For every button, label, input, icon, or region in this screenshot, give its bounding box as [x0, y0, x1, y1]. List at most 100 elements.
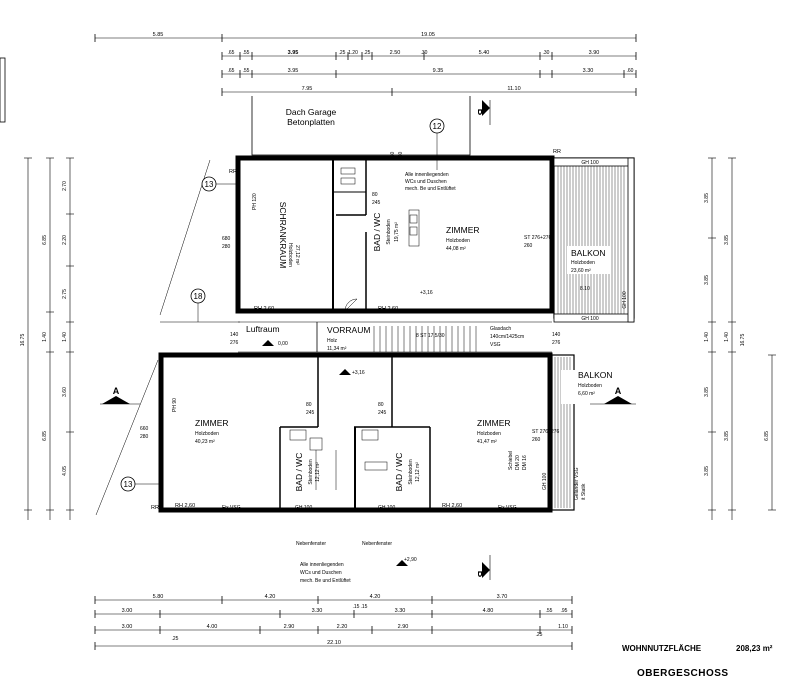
svg-text:22.10: 22.10 [327, 640, 341, 646]
dim-label: 3.90 [589, 50, 600, 56]
svg-text:140: 140 [230, 332, 239, 338]
svg-text:Geländer VSG: Geländer VSG [574, 467, 580, 500]
svg-text:Fix VSG: Fix VSG [498, 505, 517, 511]
dim-label: .65 [228, 50, 235, 56]
room-vorraum: VORRAUM [327, 325, 370, 335]
svg-text:RR: RR [151, 505, 159, 511]
svg-text:260: 260 [398, 151, 404, 160]
svg-text:140cm/1425cm: 140cm/1425cm [490, 334, 524, 340]
bottom-dimension-labels: 5.80 4.20 4.20 3.70 3.00 3.30 3.30 4.80 … [122, 594, 568, 646]
room-luftraum: Luftraum [246, 324, 280, 334]
svg-text:3.85: 3.85 [704, 275, 710, 285]
upper-door-swings [340, 167, 420, 312]
detail-marker-18: 18 [190, 288, 206, 322]
section-marker-b-top: B [476, 100, 491, 125]
svg-text:.25: .25 [172, 636, 179, 642]
living-area-label: WOHNNUTZFLÄCHE [622, 644, 702, 653]
svg-text:18: 18 [194, 292, 203, 301]
svg-text:RH 2,60: RH 2,60 [442, 503, 462, 509]
section-marker-a-right: A [590, 386, 636, 405]
svg-text:BALKON: BALKON [578, 370, 613, 380]
svg-text:Steinboden: Steinboden [308, 459, 314, 485]
dim-label: 19.05 [421, 32, 435, 38]
svg-text:Nebenfenster: Nebenfenster [296, 541, 326, 547]
svg-text:4.00: 4.00 [207, 624, 218, 630]
svg-text:3.30: 3.30 [395, 608, 406, 614]
svg-text:11,34 m²: 11,34 m² [327, 346, 347, 352]
top-dimension-labels: 5.85 19.05 .65 .55 3.95 .25 1.20 .25 2.5… [153, 32, 634, 92]
svg-text:RH 2,60: RH 2,60 [175, 503, 195, 509]
room-bad-right: BAD / WC Steinboden 12,12 m² [394, 453, 421, 492]
svg-text:23,60 m²: 23,60 m² [571, 268, 591, 274]
svg-text:13: 13 [124, 480, 133, 489]
svg-text:5.80: 5.80 [153, 594, 164, 600]
svg-text:250: 250 [390, 151, 396, 160]
svg-text:ZIMMER: ZIMMER [195, 418, 229, 428]
svg-text:RR: RR [229, 169, 237, 175]
svg-text:1.40: 1.40 [704, 332, 710, 342]
lower-walls [158, 352, 553, 513]
svg-text:B: B [476, 109, 486, 116]
svg-text:+3,16: +3,16 [420, 290, 433, 296]
svg-text:2.75: 2.75 [62, 289, 68, 299]
svg-text:BAD / WC: BAD / WC [394, 453, 404, 492]
svg-text:.95: .95 [561, 608, 568, 614]
svg-text:40,23 m²: 40,23 m² [195, 439, 215, 445]
svg-text:+3,16: +3,16 [352, 370, 365, 376]
svg-text:140: 140 [552, 332, 561, 338]
svg-text:GH 100: GH 100 [581, 160, 598, 166]
svg-text:276: 276 [230, 340, 239, 346]
svg-text:mech. Be und Entlüftet: mech. Be und Entlüftet [405, 186, 456, 192]
living-area-value: 208,23 m² [736, 644, 773, 653]
svg-text:ST 276+276: ST 276+276 [532, 429, 560, 435]
svg-text:44,08 m²: 44,08 m² [446, 246, 466, 252]
svg-text:3.00: 3.00 [122, 624, 133, 630]
svg-text:260: 260 [532, 437, 541, 443]
svg-text:A: A [615, 386, 622, 396]
dim-label: 7.95 [302, 86, 313, 92]
svg-text:GH 100: GH 100 [581, 316, 598, 322]
svg-text:12,12 m²: 12,12 m² [315, 462, 321, 482]
svg-text:Holzboden: Holzboden [477, 431, 501, 437]
svg-text:Holzboden: Holzboden [446, 238, 470, 244]
svg-text:660: 660 [140, 426, 149, 432]
summary-block: WOHNNUTZFLÄCHE 208,23 m² OBERGESCHOSS [622, 644, 773, 679]
svg-text:Alle innenliegenden: Alle innenliegenden [300, 562, 344, 568]
svg-text:6.85: 6.85 [42, 235, 48, 245]
svg-text:280: 280 [140, 434, 149, 440]
dim-label: .25 [339, 50, 346, 56]
svg-text:it Statik: it Statik [581, 483, 587, 500]
sheet-edge-mark [0, 57, 6, 123]
garage-sublabel: Betonplatten [287, 117, 335, 127]
svg-text:3.00: 3.00 [122, 608, 133, 614]
svg-text:3.60: 3.60 [62, 387, 68, 397]
svg-text:276: 276 [552, 340, 561, 346]
right-dimension-chains [708, 157, 776, 520]
svg-text:1.10: 1.10 [558, 624, 568, 630]
detail-marker-13-lower: 13 [120, 476, 163, 492]
svg-text:Schiebel: Schiebel [508, 451, 514, 470]
right-dimension-labels: 3.85 3.85 1.40 3.85 3.85 3.85 1.40 3.85 … [704, 193, 770, 476]
svg-text:8 ST 17,5/30: 8 ST 17,5/30 [416, 333, 445, 339]
svg-text:GH 100: GH 100 [378, 505, 395, 511]
svg-text:3.70: 3.70 [497, 594, 508, 600]
lower-labels: PH 90 660 280 80 245 80 245 ST 276+276 2… [140, 398, 587, 584]
svg-text:BAD / WC: BAD / WC [294, 453, 304, 492]
svg-text:GH 100: GH 100 [622, 291, 628, 308]
svg-text:3.85: 3.85 [704, 193, 710, 203]
svg-text:2.70: 2.70 [62, 181, 68, 191]
room-bad-upper: BAD / WC Steinboden 19,75 m² [372, 213, 400, 252]
svg-text:0,00: 0,00 [278, 341, 288, 347]
svg-text:PH 90: PH 90 [172, 398, 178, 412]
svg-text:6.85: 6.85 [42, 431, 48, 441]
svg-text:Fix VSG: Fix VSG [222, 505, 241, 511]
svg-text:41,47 m²: 41,47 m² [477, 439, 497, 445]
detail-marker-13-upper: 13 [201, 176, 240, 192]
svg-text:245: 245 [372, 200, 381, 206]
svg-text:4.20: 4.20 [265, 594, 276, 600]
svg-text:.15: .15 [353, 604, 360, 610]
detail-marker-12: 12 [429, 118, 445, 170]
svg-text:Steinboden: Steinboden [386, 219, 392, 245]
svg-text:BALKON: BALKON [571, 248, 606, 258]
svg-text:ZIMMER: ZIMMER [477, 418, 511, 428]
